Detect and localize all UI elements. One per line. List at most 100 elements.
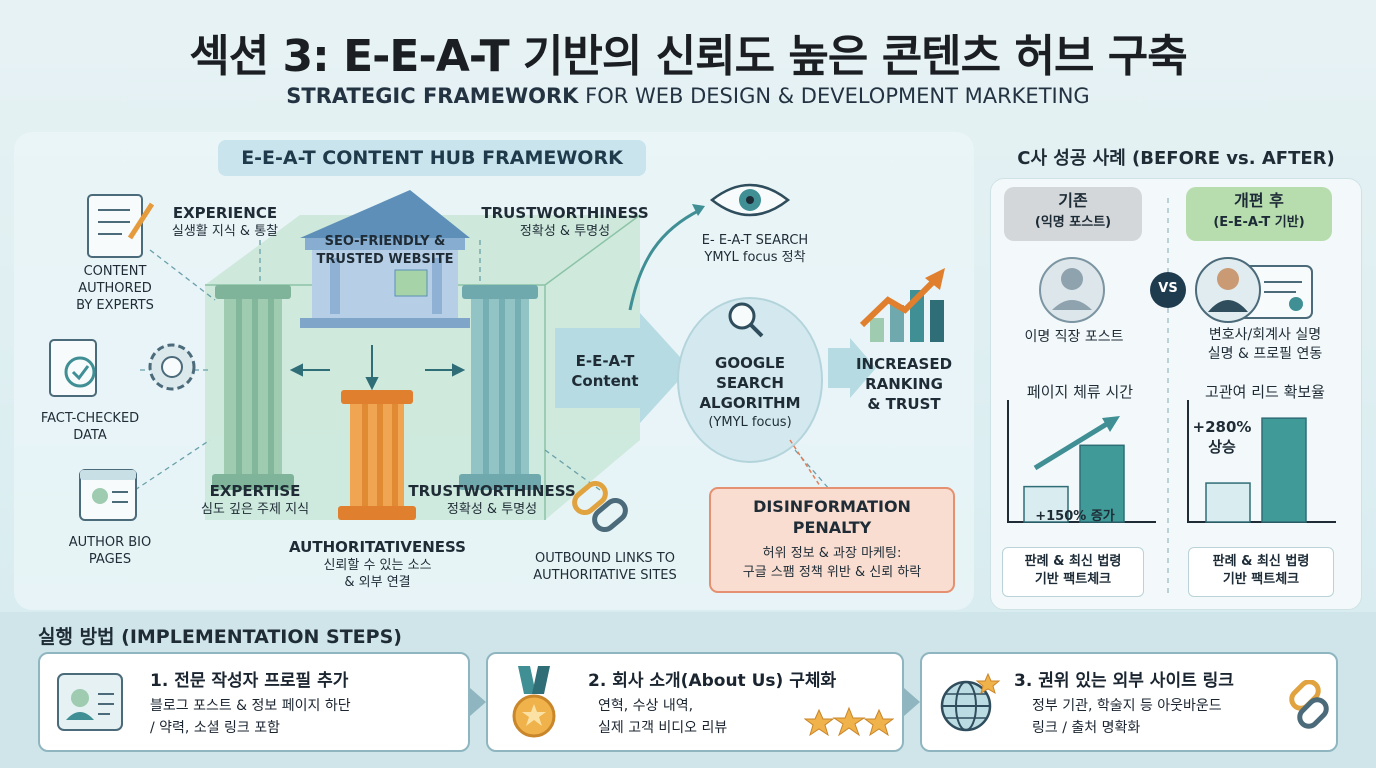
step-3-line-2: 링크 / 출처 명확화 [1032, 720, 1141, 736]
step-2-line-2: 실제 고객 비디오 리뷰 [598, 720, 728, 736]
ranking-arrow [828, 338, 876, 398]
chain-link-icon [1289, 680, 1329, 729]
author-bio-1: AUTHOR BIO [68, 535, 152, 550]
step-arrow-2 [904, 688, 920, 716]
content-authored-1: CONTENT [83, 264, 147, 279]
before-value-label: +150% 증가 [1035, 509, 1115, 524]
medal-icon [512, 666, 556, 738]
framework-title: E-E-A-T CONTENT HUB FRAMEWORK [218, 140, 646, 176]
penalty-box [709, 487, 955, 593]
before-box-line-2: 기반 팩트체크 [1034, 572, 1112, 587]
google-label-3: ALGORITHM [699, 394, 801, 412]
step-3-title: 3. 권위 있는 외부 사이트 링크 [1014, 671, 1234, 691]
ranking-label-1: INCREASED [855, 355, 953, 373]
globe-icon [940, 672, 1001, 732]
penalty-connector [789, 439, 821, 487]
authority-desc-1: 신뢰할 수 있는 소스 [323, 558, 432, 573]
content-authored-3: BY EXPERTS [76, 298, 154, 313]
ranking-chart-icon [859, 268, 945, 342]
step-2-line-1: 연혁, 수상 내역, [598, 698, 694, 714]
expertise-desc: 심도 깊은 주제 지식 [200, 502, 310, 517]
ranking-label-2: RANKING [865, 375, 943, 393]
authority-pillar-graphic [338, 390, 416, 520]
after-bars [1205, 417, 1307, 523]
expertise-pillar-graphic [212, 285, 294, 490]
penalty-title-2: PENALTY [792, 518, 872, 537]
bar-1 [1205, 482, 1251, 523]
case-panel [990, 178, 1362, 610]
eeat-content-1: E-E-A-T [575, 352, 635, 370]
eye-icon [709, 183, 791, 217]
search-label-2: YMYL focus 정착 [704, 250, 806, 265]
outbound-label-2: AUTHORITATIVE SITES [533, 568, 677, 583]
author-bio-2: PAGES [88, 552, 132, 567]
hub-box-edge [544, 214, 641, 286]
content-authored-2: AUTHORED [78, 281, 152, 296]
fact-checked-2: DATA [73, 428, 107, 443]
trust-bottom-title: TRUSTWORTHINESS [408, 482, 576, 500]
after-pill: 개편 후 (E-E-A-T 기반) [1186, 187, 1332, 241]
bar-2 [1079, 444, 1125, 523]
google-label-2: SEARCH [716, 374, 784, 392]
after-sub: (E-E-A-T 기반) [1213, 215, 1305, 230]
search-curve-arrow [628, 208, 701, 311]
before-trend-arrow [1033, 419, 1112, 471]
before-sub: (익명 포스트) [1034, 215, 1112, 230]
website-label-2: TRUSTED WEBSITE [316, 252, 454, 267]
magnifier-icon [728, 302, 764, 338]
before-pill: 기존 (익명 포스트) [1004, 187, 1142, 241]
after-box-line-2: 기반 팩트체크 [1222, 572, 1300, 587]
vs-badge [1150, 272, 1186, 308]
authority-title: AUTHORITATIVENESS [289, 538, 466, 556]
trust-top-desc: 정확성 & 투명성 [519, 224, 611, 239]
step-2-title: 2. 회사 소개(About Us) 구체화 [588, 671, 837, 691]
bar-2 [1261, 417, 1307, 523]
experience-title: EXPERIENCE [172, 204, 278, 222]
trust-pillar-graphic [459, 285, 541, 490]
step-1-line-1: 블로그 포스트 & 정보 페이지 하단 [150, 698, 351, 714]
eeat-content-2: Content [571, 372, 639, 390]
page-title: 섹션 3: E-E-A-T 기반의 신뢰도 높은 콘텐츠 허브 구축 [189, 31, 1187, 82]
fact-checked-1: FACT-CHECKED [40, 411, 140, 426]
penalty-desc-2: 구글 스팸 정책 위반 & 신뢰 하락 [742, 565, 922, 580]
before-factcheck-box: 판례 & 최신 법령 기반 팩트체크 [1002, 547, 1144, 597]
website-building-graphic [300, 190, 470, 328]
before-metric: 페이지 체류 시간 [1026, 383, 1134, 401]
penalty-desc-1: 허위 정보 & 과장 마케팅: [762, 546, 902, 561]
chain-link-icon [572, 481, 628, 532]
step-1-line-2: / 약력, 소셜 링크 포함 [150, 720, 281, 736]
google-label-1: GOOGLE [715, 354, 785, 372]
penalty-title-1: DISINFORMATION [753, 497, 911, 516]
step-card-2: 2. 회사 소개(About Us) 구체화 연혁, 수상 내역, 실제 고객 … [486, 652, 904, 752]
authority-desc-2: & 외부 연결 [344, 575, 411, 590]
after-label: 개편 후 [1234, 191, 1284, 210]
document-icon [87, 194, 155, 258]
search-label-1: E- E-A-T SEARCH [701, 233, 809, 248]
after-value-label-2: 상승 [1208, 438, 1236, 456]
framework-diagram [49, 183, 955, 593]
subtitle-bold: STRATEGIC FRAMEWORK [286, 84, 579, 108]
before-bars [1023, 444, 1125, 523]
before-box-line-1: 판례 & 최신 법령 [1024, 554, 1122, 569]
author-bio-icon [79, 469, 137, 521]
anonymous-avatar-icon [1039, 257, 1105, 323]
ranking-label-3: & TRUST [867, 395, 941, 413]
profile-card-icon [57, 673, 123, 731]
after-box-line-1: 판례 & 최신 법령 [1212, 554, 1310, 569]
trust-bottom-desc: 정확성 & 투명성 [446, 502, 538, 517]
step-connectors [470, 688, 920, 716]
after-caption-2: 실명 & 프로필 연동 [1207, 346, 1323, 362]
step-card-3: 3. 권위 있는 외부 사이트 링크 정부 기관, 학술지 등 아웃바운드 링크… [920, 652, 1338, 752]
step-arrow-1 [470, 688, 486, 716]
case-title: C사 성공 사례 (BEFORE vs. AFTER) [1017, 148, 1335, 169]
experience-desc: 실생활 지식 & 통찰 [171, 224, 279, 239]
before-label: 기존 [1058, 191, 1088, 210]
subtitle-rest: FOR WEB DESIGN & DEVELOPMENT MARKETING [578, 84, 1090, 108]
step-card-1: 1. 전문 작성자 프로필 추가 블로그 포스트 & 정보 페이지 하단 / 약… [38, 652, 470, 752]
trust-top-title: TRUSTWORTHINESS [481, 204, 649, 222]
google-algorithm-ellipse [677, 297, 823, 463]
before-caption: 이명 직장 포스트 [1024, 329, 1124, 345]
website-label-1: SEO-FRIENDLY & [324, 234, 446, 249]
after-metric: 고관여 리드 확보율 [1205, 383, 1325, 401]
bar-1 [1023, 485, 1069, 523]
